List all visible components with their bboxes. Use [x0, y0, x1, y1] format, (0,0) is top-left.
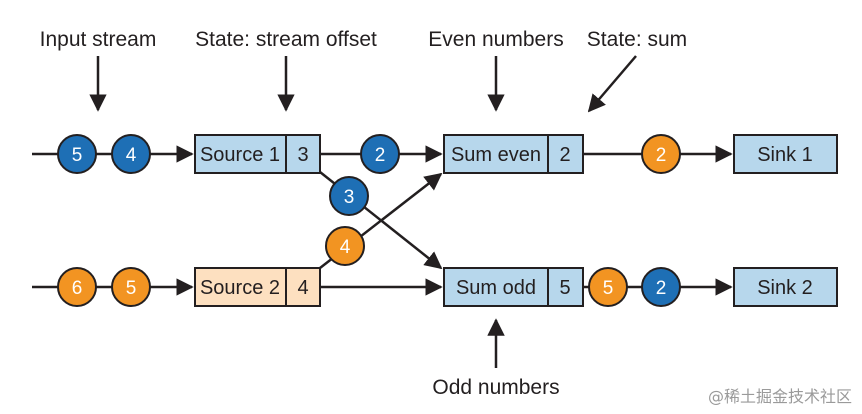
- svg-text:5: 5: [126, 278, 137, 299]
- record-src2-to-even: 4: [325, 226, 365, 266]
- label-odd-numbers: Odd numbers: [432, 376, 559, 399]
- source1-name: Source 1: [200, 144, 280, 166]
- svg-text:5: 5: [72, 145, 83, 166]
- record-src1-to-even: 2: [360, 134, 400, 174]
- sum-even-name: Sum even: [451, 144, 541, 166]
- operator-source2: Source 2 4: [194, 267, 321, 307]
- svg-text:2: 2: [656, 145, 667, 166]
- label-state-offset: State: stream offset: [195, 28, 377, 51]
- operator-sink2: Sink 2: [733, 267, 838, 307]
- record-input2-a: 6: [57, 267, 97, 307]
- pointer-state-sum: [587, 55, 637, 113]
- sum-odd-name: Sum odd: [456, 277, 536, 299]
- record-odd-out-b: 2: [641, 267, 681, 307]
- record-odd-out-a: 5: [588, 267, 628, 307]
- svg-text:4: 4: [340, 237, 351, 258]
- sink1-name: Sink 1: [757, 144, 813, 166]
- sum-odd-state: 5: [559, 277, 570, 299]
- svg-text:2: 2: [656, 278, 667, 299]
- operator-sink1: Sink 1: [733, 134, 838, 174]
- record-src1-to-odd: 3: [329, 176, 369, 216]
- svg-text:3: 3: [344, 187, 355, 208]
- record-input1-b: 4: [111, 134, 151, 174]
- source1-state: 3: [297, 144, 308, 166]
- label-even-numbers: Even numbers: [428, 28, 563, 51]
- svg-text:5: 5: [603, 278, 614, 299]
- sum-even-state: 2: [559, 144, 570, 166]
- label-input-stream: Input stream: [40, 28, 157, 51]
- source2-state: 4: [297, 277, 308, 299]
- operator-source1: Source 1 3: [194, 134, 321, 174]
- sink2-name: Sink 2: [757, 277, 813, 299]
- label-state-sum: State: sum: [587, 28, 687, 51]
- svg-text:2: 2: [375, 145, 386, 166]
- svg-text:6: 6: [72, 278, 83, 299]
- watermark-text: @稀土掘金技术社区: [708, 387, 852, 406]
- record-input2-b: 5: [111, 267, 151, 307]
- operator-sum-odd: Sum odd 5: [443, 267, 584, 307]
- operator-sum-even: Sum even 2: [443, 134, 584, 174]
- source2-name: Source 2: [200, 277, 280, 299]
- record-input1-a: 5: [57, 134, 97, 174]
- record-even-to-sink: 2: [641, 134, 681, 174]
- svg-text:4: 4: [126, 145, 137, 166]
